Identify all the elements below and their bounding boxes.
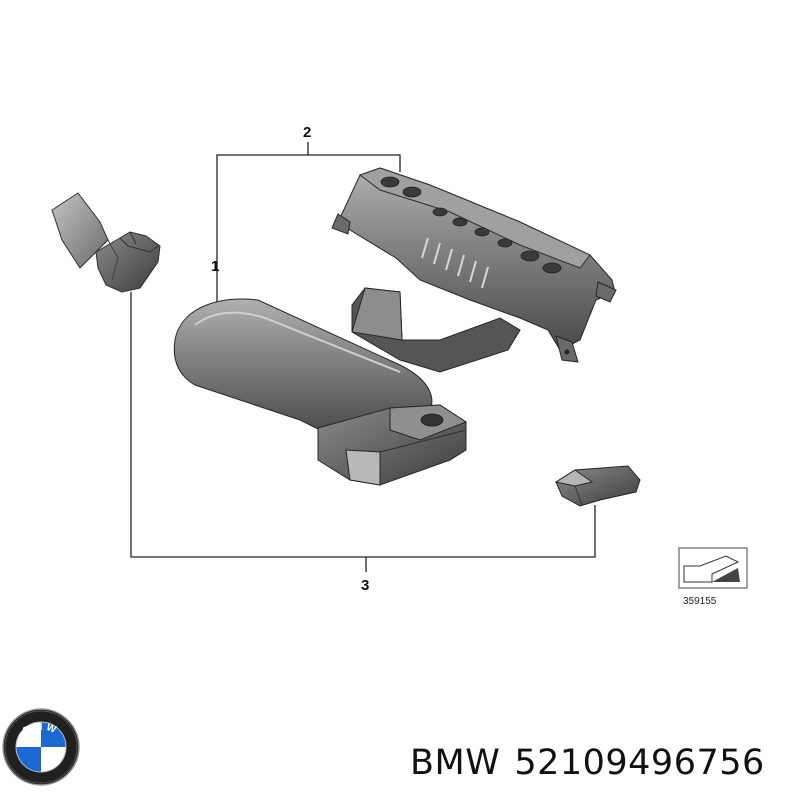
bmw-logo: BMW xyxy=(2,708,80,786)
end-cap-right-illustration xyxy=(554,465,641,507)
upper-bracket-illustration xyxy=(331,167,617,373)
bracket-holes xyxy=(380,176,562,274)
reference-icon-box: 359155 xyxy=(678,547,748,607)
callout-2: 2 xyxy=(303,124,311,141)
leader-line-3 xyxy=(130,292,596,558)
bracket-ribs xyxy=(421,237,489,289)
armrest-illustration xyxy=(173,298,468,486)
callout-3: 3 xyxy=(361,577,369,594)
part-caption: BMW 52109496756 xyxy=(410,738,795,788)
leader-lines xyxy=(130,142,596,572)
bmw-logo-text: BMW xyxy=(21,722,60,737)
callout-1: 1 xyxy=(211,258,219,275)
end-cap-left-illustration xyxy=(51,192,161,293)
caption-brand: BMW xyxy=(410,743,501,783)
reference-number: 359155 xyxy=(683,596,717,607)
caption-part-number: 52109496756 xyxy=(514,743,765,783)
